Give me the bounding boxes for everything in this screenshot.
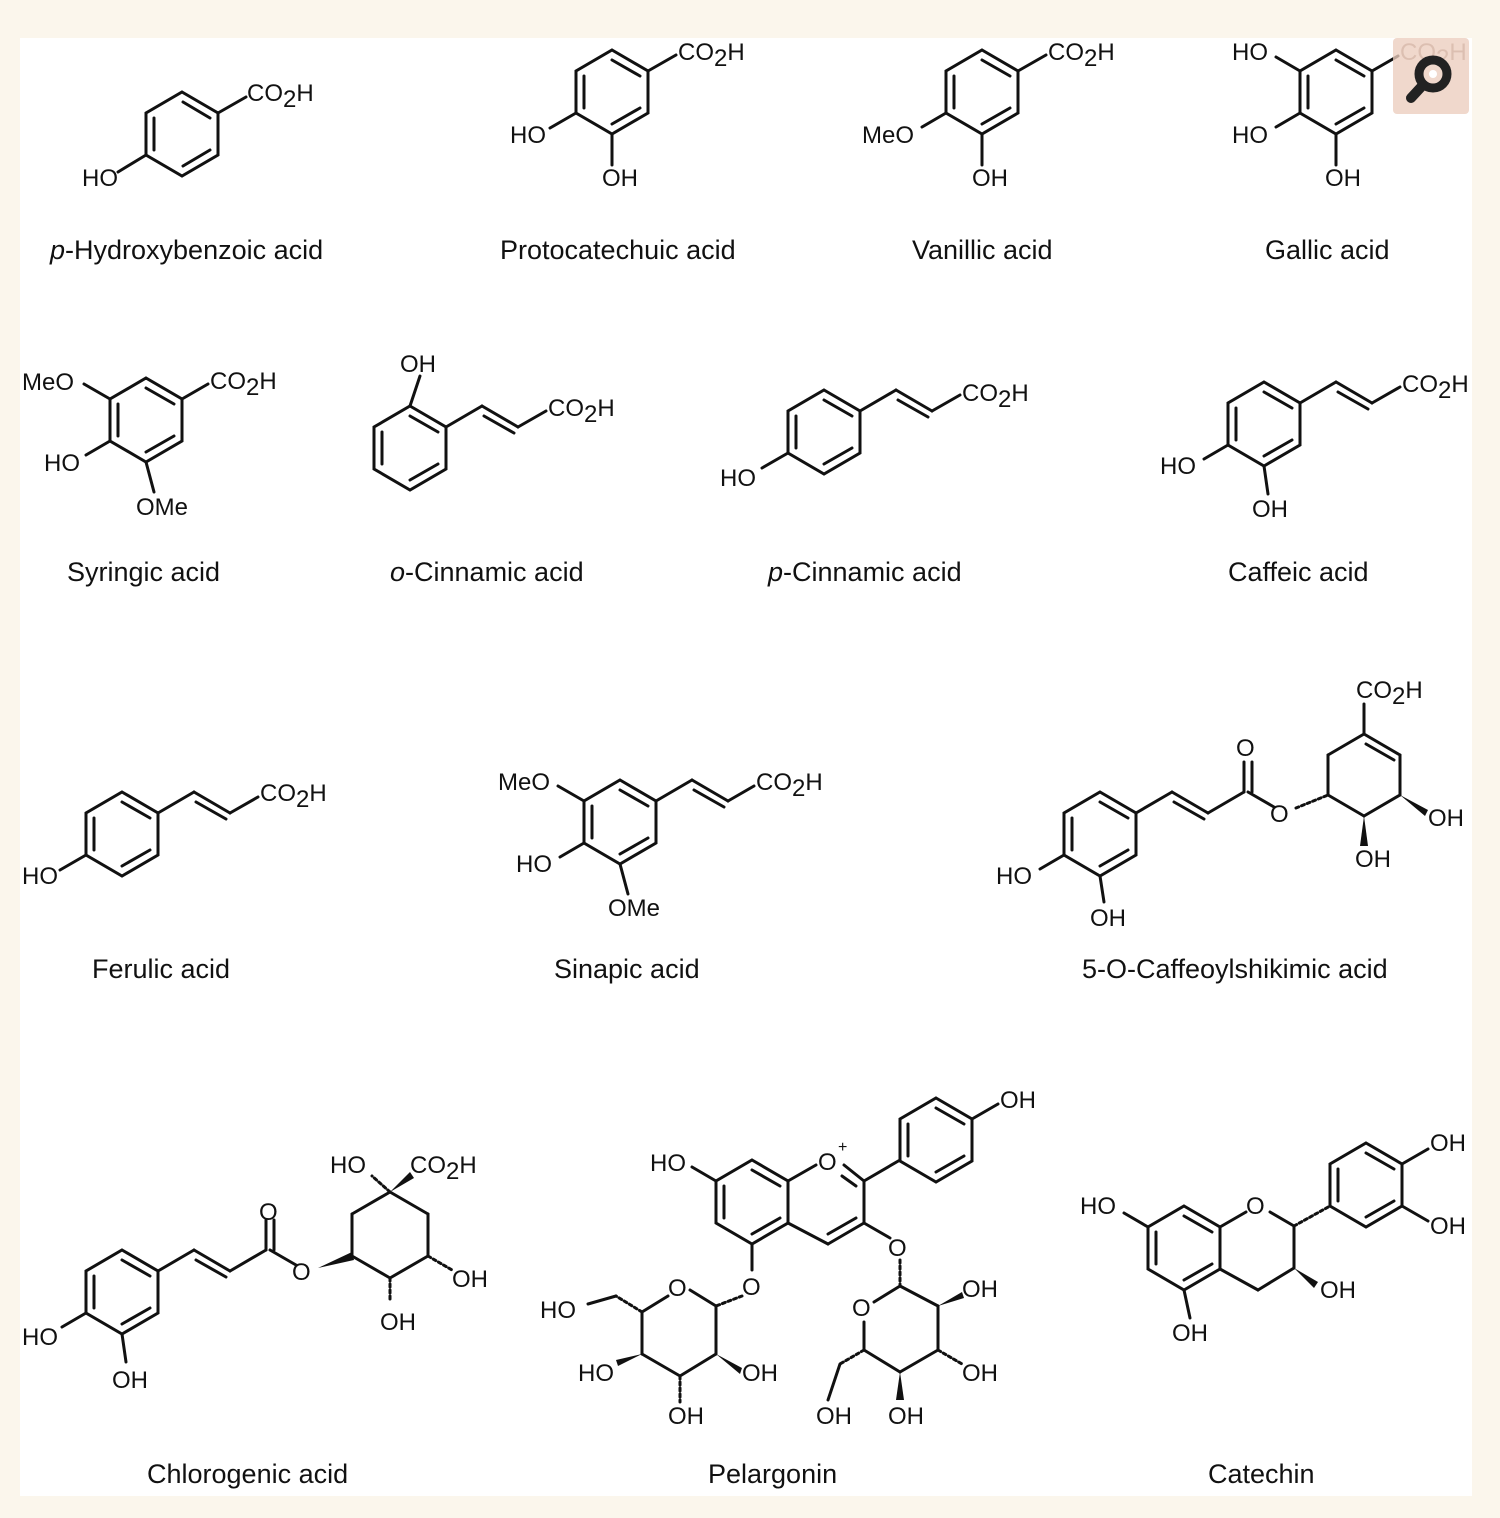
compound-name: p-Cinnamic acid (767, 557, 962, 587)
compound-name: 5-O-Caffeoylshikimic acid (1082, 954, 1388, 984)
structure-protocatechuic-acid: CO2H HO OH Protocatechuic acid (500, 39, 745, 265)
label-oh: OH (962, 1276, 998, 1303)
label-ho: HO (330, 1152, 366, 1179)
magnifier-icon (1406, 55, 1452, 103)
label-oh: OH (962, 1360, 998, 1387)
compound-name: Caffeic acid (1228, 557, 1369, 587)
label-ho: HO (1080, 1193, 1116, 1220)
structure-ferulic-acid: CO2H HO Ferulic acid (22, 780, 327, 984)
label-oh: OH (668, 1403, 704, 1430)
label-oh: OH (602, 165, 638, 192)
label-oh: OH (380, 1309, 416, 1336)
label-meo: MeO (498, 769, 550, 796)
label-co2h: CO2H (260, 780, 327, 813)
label-ho: HO (516, 851, 552, 878)
label-co2h: CO2H (1402, 371, 1469, 404)
label-ho: HO (1232, 39, 1268, 66)
label-co2h: CO2H (756, 769, 823, 802)
label-o: O (818, 1149, 837, 1176)
label-co2h: CO2H (1048, 39, 1115, 72)
structure-p-hydroxybenzoic-acid: CO2H HO p-Hydroxybenzoic acid (49, 80, 323, 265)
label-oh: OH (1428, 805, 1464, 832)
label-ho: HO (510, 122, 546, 149)
label-co2h: CO2H (210, 368, 277, 401)
label-oh: OH (112, 1367, 148, 1394)
label-ho: HO (540, 1297, 576, 1324)
structure-syringic-acid: MeO CO2H HO OMe Syringic acid (22, 368, 277, 587)
label-o: O (742, 1274, 761, 1301)
structure-vanillic-acid: CO2H MeO OH Vanillic acid (862, 39, 1115, 265)
structure-sinapic-acid: MeO CO2H HO OMe Sinapic acid (498, 769, 823, 984)
label-o: O (1236, 735, 1255, 762)
label-ho: HO (1232, 122, 1268, 149)
compound-name: o-Cinnamic acid (390, 557, 584, 587)
structure-caffeic-acid: CO2H HO OH Caffeic acid (1160, 371, 1469, 587)
label-oh: OH (400, 351, 436, 378)
label-o: O (1270, 801, 1289, 828)
compound-name: p-Hydroxybenzoic acid (49, 235, 323, 265)
structure-o-cinnamic-acid: OH CO2H o-Cinnamic acid (372, 351, 615, 587)
label-oh: OH (1430, 1213, 1466, 1240)
label-co2h: CO2H (678, 39, 745, 72)
label-oh: OH (742, 1360, 778, 1387)
label-ome: OMe (608, 895, 660, 922)
label-o: O (259, 1199, 278, 1226)
label-o: O (888, 1235, 907, 1262)
label-o: O (292, 1259, 311, 1286)
label-oh: OH (1325, 165, 1361, 192)
label-ho: HO (578, 1360, 614, 1387)
chemical-structures-figure: CO2H HO p-Hydroxybenzoic acid CO2H HO OH… (22, 39, 1469, 1489)
structure-catechin: O OH HO OH OH OH Catechin (1080, 1130, 1466, 1489)
label-oh: OH (1252, 496, 1288, 523)
compound-name: Protocatechuic acid (500, 235, 736, 265)
compound-name: Chlorogenic acid (147, 1459, 348, 1489)
label-co2h: CO2H (548, 395, 615, 428)
label-oh: OH (452, 1266, 488, 1293)
label-oh: OH (972, 165, 1008, 192)
label-oh: OH (1430, 1130, 1466, 1157)
compound-name: Catechin (1208, 1459, 1315, 1489)
label-co2h: CO2H (410, 1152, 477, 1185)
label-oh: OH (1172, 1320, 1208, 1347)
structure-5-o-caffeoylshikimic-acid: O O CO2H OH OH HO OH 5-O-Caffeoylshikimi… (996, 677, 1464, 984)
label-o: O (1246, 1193, 1265, 1220)
structure-chlorogenic-acid: O O HO CO2H OH OH HO OH Chlorogenic acid (22, 1152, 488, 1489)
label-ho: HO (82, 165, 118, 192)
label-ho: HO (650, 1150, 686, 1177)
label-oh: OH (888, 1403, 924, 1430)
compound-name: Syringic acid (67, 557, 220, 587)
label-o: O (852, 1295, 871, 1322)
label-oh: OH (816, 1403, 852, 1430)
compound-name: Vanillic acid (912, 235, 1053, 265)
label-co2h: CO2H (1356, 677, 1423, 710)
compound-name: Sinapic acid (554, 954, 700, 984)
structure-p-cinnamic-acid: CO2H HO p-Cinnamic acid (720, 380, 1029, 587)
label-oh: OH (1355, 846, 1391, 873)
compound-name: Ferulic acid (92, 954, 230, 984)
label-ho: HO (22, 1324, 58, 1351)
label-meo: MeO (22, 369, 74, 396)
label-meo: MeO (862, 122, 914, 149)
compound-name: Gallic acid (1265, 235, 1390, 265)
label-co2h: CO2H (962, 380, 1029, 413)
structure-pelargonin: O + OH HO O O O HO HO OH OH O OH OH OH O… (540, 1087, 1036, 1489)
label-plus: + (838, 1139, 847, 1156)
label-ho: HO (720, 465, 756, 492)
label-ho: HO (22, 863, 58, 890)
compound-name: Pelargonin (708, 1459, 837, 1489)
label-oh: OH (1090, 905, 1126, 932)
label-oh: OH (1320, 1277, 1356, 1304)
label-oh: OH (1000, 1087, 1036, 1114)
label-o: O (668, 1275, 687, 1302)
label-ho: HO (44, 450, 80, 477)
structures-panel: CO2H HO p-Hydroxybenzoic acid CO2H HO OH… (20, 38, 1472, 1496)
label-ho: HO (1160, 453, 1196, 480)
label-co2h: CO2H (247, 80, 314, 113)
zoom-button[interactable] (1393, 38, 1469, 114)
label-ho: HO (996, 863, 1032, 890)
label-ome: OMe (136, 494, 188, 521)
